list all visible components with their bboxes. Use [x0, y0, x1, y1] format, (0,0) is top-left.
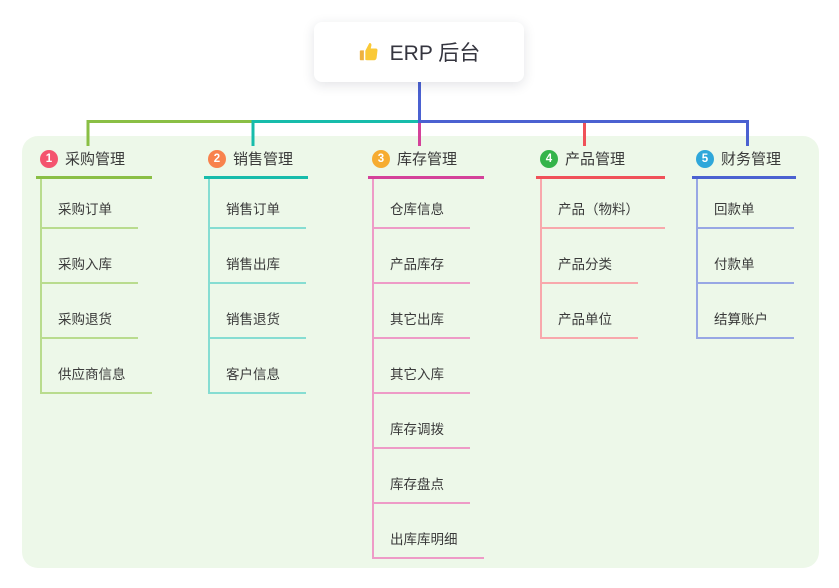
thumbs-up-icon	[358, 41, 380, 63]
child-node[interactable]: 销售退货	[210, 284, 306, 339]
branches-panel	[22, 136, 819, 568]
branch-children: 采购订单 采购入库 采购退货 供应商信息	[40, 179, 152, 394]
branch-children: 仓库信息 产品库存 其它出库 其它入库 库存调拨 库存盘点 出库库明细	[372, 179, 484, 559]
child-node[interactable]: 回款单	[698, 179, 794, 229]
badge-2-icon: 2	[208, 149, 226, 168]
branch-header-finance[interactable]: 5 财务管理	[692, 147, 796, 179]
branch-label: 财务管理	[721, 151, 782, 168]
child-node[interactable]: 产品库存	[374, 229, 470, 284]
branch-purchase-management: 1 采购管理 采购订单 采购入库 采购退货 供应商信息	[36, 147, 152, 394]
child-node[interactable]: 付款单	[698, 229, 794, 284]
child-node[interactable]: 产品（物料）	[542, 179, 665, 229]
badge-5-icon: 5	[696, 149, 714, 168]
child-node[interactable]: 采购入库	[42, 229, 138, 284]
child-node[interactable]: 销售出库	[210, 229, 306, 284]
child-node[interactable]: 出库库明细	[374, 504, 484, 559]
branch-inventory-management: 3 库存管理 仓库信息 产品库存 其它出库 其它入库 库存调拨 库存盘点 出库库…	[368, 147, 484, 559]
badge-3-icon: 3	[372, 149, 390, 168]
branch-finance-management: 5 财务管理 回款单 付款单 结算账户	[692, 147, 796, 339]
branch-header-purchase[interactable]: 1 采购管理	[36, 147, 152, 179]
branch-children: 回款单 付款单 结算账户	[696, 179, 794, 339]
badge-1-icon: 1	[40, 149, 58, 168]
branch-label: 销售管理	[233, 151, 294, 168]
child-node[interactable]: 库存盘点	[374, 449, 470, 504]
branch-label: 采购管理	[65, 151, 126, 168]
root-node-erp[interactable]: ERP 后台	[314, 22, 524, 82]
child-node[interactable]: 库存调拨	[374, 394, 470, 449]
branch-header-product[interactable]: 4 产品管理	[536, 147, 665, 179]
child-node[interactable]: 销售订单	[210, 179, 306, 229]
child-node[interactable]: 其它入库	[374, 339, 470, 394]
child-node[interactable]: 结算账户	[698, 284, 794, 339]
branch-label: 产品管理	[565, 151, 626, 168]
branch-children: 产品（物料） 产品分类 产品单位	[540, 179, 665, 339]
branch-label: 库存管理	[397, 151, 458, 168]
child-node[interactable]: 其它出库	[374, 284, 470, 339]
child-node[interactable]: 产品分类	[542, 229, 638, 284]
branch-header-inventory[interactable]: 3 库存管理	[368, 147, 484, 179]
child-node[interactable]: 客户信息	[210, 339, 306, 394]
child-node[interactable]: 产品单位	[542, 284, 638, 339]
child-node[interactable]: 采购退货	[42, 284, 138, 339]
branch-children: 销售订单 销售出库 销售退货 客户信息	[208, 179, 306, 394]
badge-4-icon: 4	[540, 149, 558, 168]
branch-header-sales[interactable]: 2 销售管理	[204, 147, 308, 179]
child-node[interactable]: 采购订单	[42, 179, 138, 229]
child-node[interactable]: 供应商信息	[42, 339, 152, 394]
root-node-title: ERP 后台	[389, 42, 481, 65]
branch-product-management: 4 产品管理 产品（物料） 产品分类 产品单位	[536, 147, 665, 339]
child-node[interactable]: 仓库信息	[374, 179, 470, 229]
branch-sales-management: 2 销售管理 销售订单 销售出库 销售退货 客户信息	[204, 147, 308, 394]
